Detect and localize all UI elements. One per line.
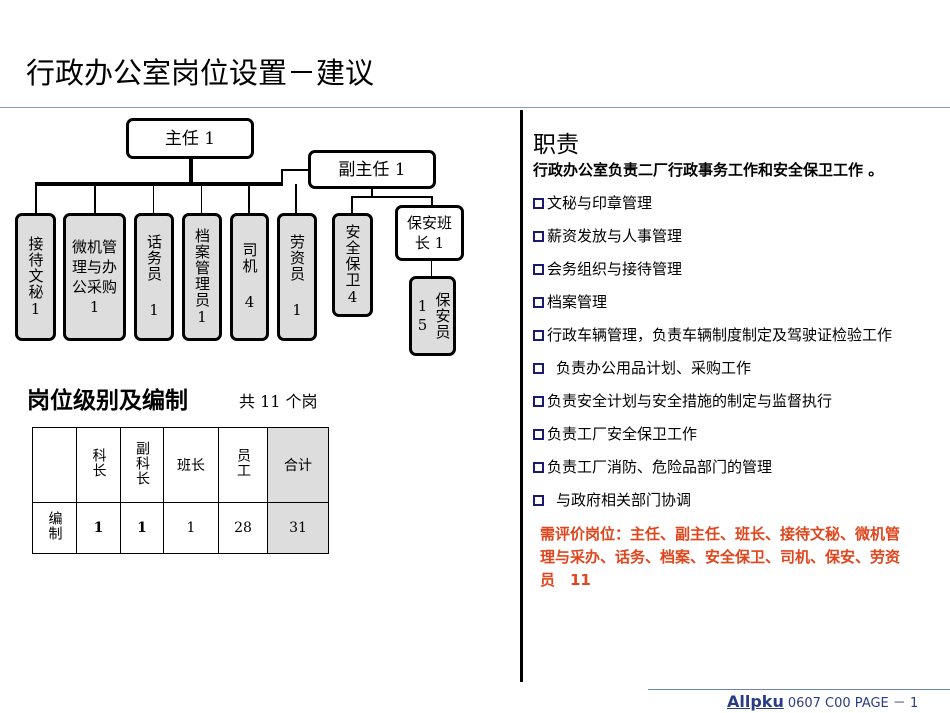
list-item: 负责工厂消防、危险品部门的管理	[533, 456, 913, 478]
connector	[153, 184, 154, 214]
title-divider	[0, 107, 950, 108]
list-item-text: 会务组织与接待管理	[547, 260, 683, 278]
table-header	[32, 427, 77, 503]
connector	[201, 184, 202, 214]
allpku-logo: Allpku	[727, 692, 784, 711]
org-box-operator: 话务员 1	[145, 234, 163, 320]
table-cell: 1	[163, 502, 219, 554]
connector	[35, 182, 283, 186]
table-header: 班长	[163, 427, 219, 503]
column-divider	[520, 110, 523, 682]
checkbox-bullet-icon	[533, 462, 544, 473]
list-item: 会务组织与接待管理	[533, 258, 913, 280]
list-item: 薪资发放与人事管理	[533, 225, 913, 247]
table-cell: 1	[120, 502, 164, 554]
checkbox-bullet-icon	[533, 297, 544, 308]
table-cell: 1	[76, 502, 121, 554]
list-item: 负责安全计划与安全措施的制定与监督执行	[533, 390, 913, 412]
checkbox-bullet-icon	[533, 264, 544, 275]
page-number: 0607 C00 PAGE － 1	[787, 696, 919, 711]
org-box-director: 主任 1	[126, 118, 254, 159]
checkbox-bullet-icon	[533, 429, 544, 440]
connector	[248, 184, 250, 214]
list-item: 文秘与印章管理	[533, 192, 913, 214]
footer-divider	[648, 689, 950, 690]
list-item-text: 薪资发放与人事管理	[547, 227, 683, 245]
list-item: 档案管理	[533, 291, 913, 313]
table-header-row: 科长 副科长 班长 员工 合计	[32, 427, 329, 503]
table-header: 科长	[90, 448, 107, 478]
org-box-deputy: 副主任 1	[308, 150, 436, 189]
org-box-labor: 劳资员 1	[288, 234, 306, 320]
list-item-text: 档案管理	[547, 293, 608, 311]
connector	[351, 196, 353, 214]
page-title: 行政办公室岗位设置－建议	[26, 56, 375, 90]
table-row: 编制 1 1 1 28 31	[32, 502, 329, 554]
connector	[371, 186, 373, 197]
list-item-text: 文秘与印章管理	[547, 194, 653, 212]
connector	[431, 259, 432, 277]
responsibilities-intro: 行政办公室负责二厂行政事务工作和安全保卫工作 。	[533, 161, 884, 179]
table-cell: 28	[218, 502, 268, 554]
list-item: 负责工厂安全保卫工作	[533, 423, 913, 445]
connector	[295, 184, 297, 214]
table-header: 副科长	[134, 440, 150, 486]
connector	[94, 184, 96, 214]
table-header: 员工	[235, 448, 251, 478]
table-cell: 编制	[46, 511, 63, 541]
evaluation-note: 需评价岗位：主任、副主任、班长、接待文秘、微机管理与采办、话务、档案、安全保卫、…	[540, 525, 901, 589]
checkbox-bullet-icon	[533, 396, 544, 407]
org-box-reception: 接待文秘1	[26, 235, 45, 319]
org-box-it-purchase: 微机管理与办公采购1	[63, 213, 126, 341]
connector	[281, 169, 283, 184]
responsibilities-panel: 职责 行政办公室负责二厂行政事务工作和安全保卫工作 。 文秘与印章管理 薪资发放…	[533, 125, 913, 592]
list-item-text: 与政府相关部门协调	[556, 491, 692, 509]
table-cell: 31	[267, 502, 329, 554]
list-item-text: 行政车辆管理，负责车辆制度制定及驾驶证检验工作	[547, 326, 893, 344]
list-item: 与政府相关部门协调	[533, 489, 913, 511]
checkbox-bullet-icon	[533, 198, 544, 209]
checkbox-bullet-icon	[533, 363, 544, 374]
checkbox-bullet-icon	[533, 231, 544, 242]
org-box-squad-leader: 保安班长 1	[395, 205, 464, 261]
org-box-security: 安全保卫4	[343, 223, 362, 307]
list-item-text: 负责工厂安全保卫工作	[547, 425, 698, 443]
org-box-driver: 司机 4	[240, 242, 259, 312]
staffing-table: 科长 副科长 班长 员工 合计 编制 1 1 1 28 31	[32, 427, 329, 554]
staffing-heading: 岗位级别及编制	[27, 388, 188, 414]
staffing-count: 共 11 个岗	[239, 392, 318, 411]
checkbox-bullet-icon	[533, 495, 544, 506]
list-item-text: 负责办公用品计划、采购工作	[556, 359, 752, 377]
list-item-text: 负责工厂消防、危险品部门的管理	[547, 458, 773, 476]
list-item: 行政车辆管理，负责车辆制度制定及驾驶证检验工作	[533, 324, 913, 346]
list-item-text: 负责安全计划与安全措施的制定与监督执行	[547, 392, 833, 410]
table-header: 合计	[267, 427, 329, 503]
connector	[281, 169, 309, 171]
checkbox-bullet-icon	[533, 330, 544, 341]
org-box-guard: 保安员 15	[413, 292, 452, 340]
connector	[431, 196, 433, 206]
connector	[351, 196, 433, 198]
responsibilities-heading: 职责	[533, 132, 579, 158]
org-box-archive: 档案管理员1	[193, 227, 211, 327]
connector	[189, 156, 193, 186]
connector	[35, 184, 37, 214]
list-item: 负责办公用品计划、采购工作	[533, 357, 913, 379]
